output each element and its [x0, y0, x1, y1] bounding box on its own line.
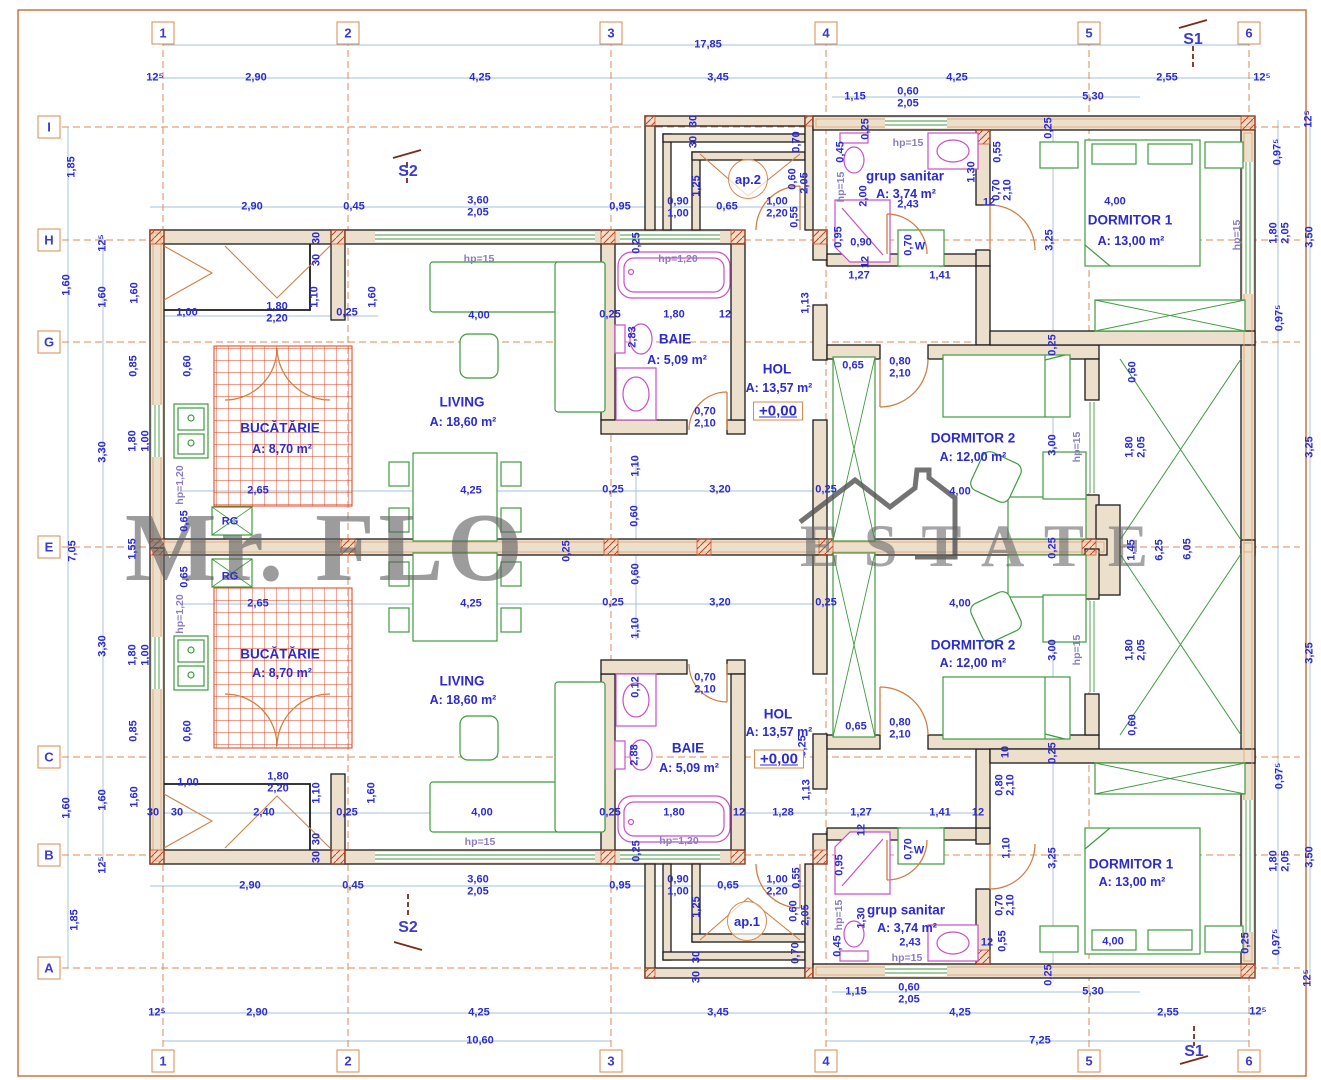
- sanitary-fixtures: [614, 132, 979, 962]
- column-hatches: [149, 115, 1256, 979]
- door-swings: [224, 185, 1036, 909]
- windows-layer: [152, 118, 1253, 976]
- canopy-marks: [163, 153, 801, 941]
- section-cut-marks: [392, 19, 1209, 1065]
- roof-brace-marks: [1119, 358, 1242, 736]
- furniture-layer: [173, 139, 1246, 955]
- sheet-border: [17, 9, 1307, 1077]
